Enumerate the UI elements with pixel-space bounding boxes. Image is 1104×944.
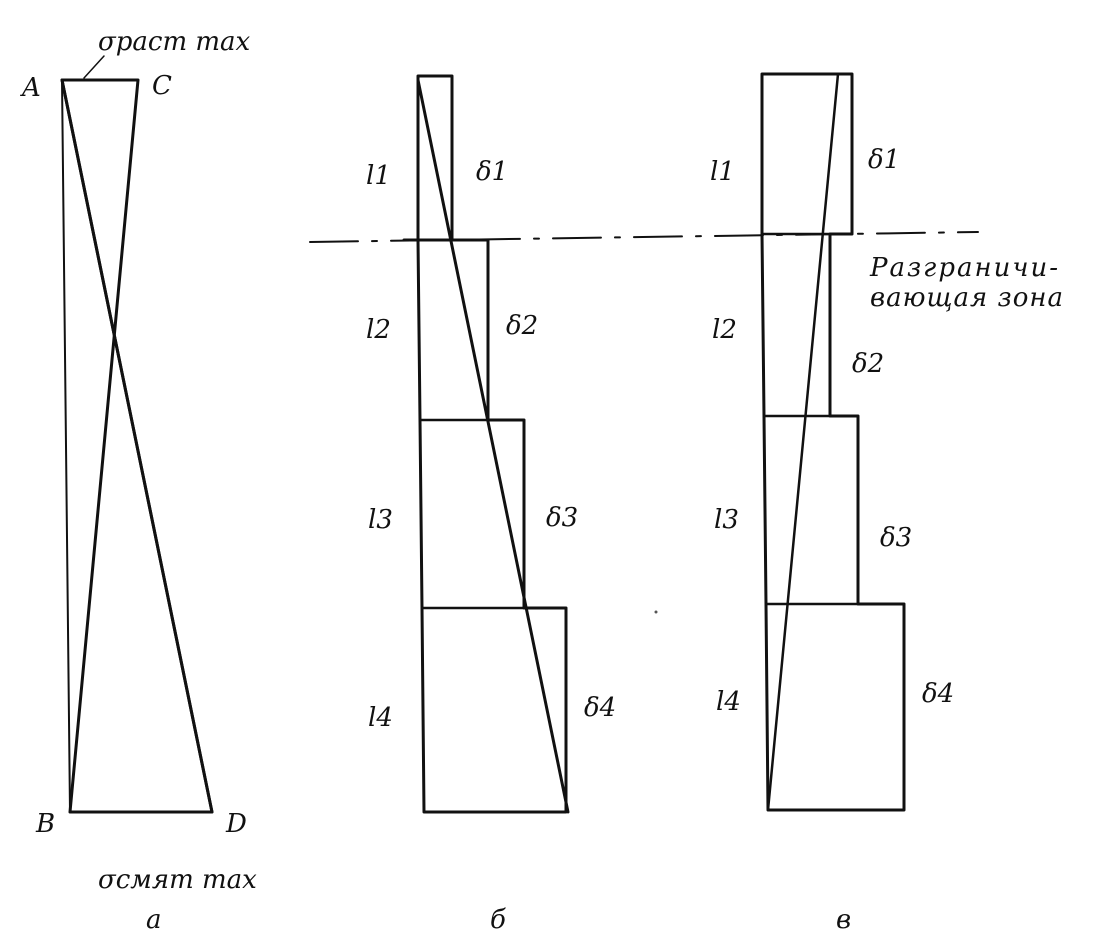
segment-length-2-b: l2: [366, 315, 391, 345]
segment-width-1-b: δ1: [476, 157, 508, 187]
segment-length-3-c: l3: [714, 505, 739, 535]
segment-width-4-b: δ4: [584, 693, 616, 723]
top-stress-label: σраст max: [98, 27, 251, 57]
stepped-profile-c: [760, 72, 906, 812]
segment-width-1-c: δ1: [868, 145, 900, 175]
caption-a: а: [146, 905, 162, 935]
segment-width-2-c: δ2: [852, 349, 884, 379]
point-label-C: C: [152, 71, 172, 101]
segment-length-1-c: l1: [710, 157, 735, 187]
stress-left-edge: [61, 79, 71, 813]
segment-length-4-b: l4: [368, 703, 393, 733]
segment-width-2-b: δ2: [506, 311, 538, 341]
segment-length-3-b: l3: [368, 505, 393, 535]
boundary-zone-label-line1: Разграничи-: [869, 253, 1060, 283]
segment-width-4-c: δ4: [922, 679, 954, 709]
bottom-stress-label: σсмят max: [98, 865, 257, 895]
diagram-b: l1 δ1 l2 δ2 l3 δ3 l4 δ4 б: [366, 74, 616, 935]
boundary-zone-label-line2: вающая зона: [870, 283, 1064, 313]
diagram-c: l1 δ1 l2 δ2 l3 δ3 l4 δ4 Разграничи- вающ…: [710, 72, 1064, 935]
stress-diagonal-AD: [60, 78, 214, 814]
stress-diagonal-b: [416, 78, 570, 814]
diagram-a: A C B D σраст max σсмят max а: [20, 27, 257, 935]
caption-b: б: [490, 905, 506, 935]
scan-speck: [654, 610, 658, 614]
segment-width-3-c: δ3: [880, 523, 912, 553]
caption-c: в: [836, 905, 851, 935]
top-stress-leader: [83, 55, 105, 79]
segment-length-2-c: l2: [712, 315, 737, 345]
segment-length-1-b: l1: [366, 161, 391, 191]
segment-width-3-b: δ3: [546, 503, 578, 533]
point-label-D: D: [225, 809, 247, 839]
point-label-A: A: [20, 73, 41, 103]
stress-diagonal-CB: [69, 79, 139, 813]
boundary-zone-line: [309, 231, 979, 243]
segment-length-4-c: l4: [716, 687, 741, 717]
stress-diagonal-c: [766, 72, 840, 812]
point-label-B: B: [35, 809, 55, 839]
